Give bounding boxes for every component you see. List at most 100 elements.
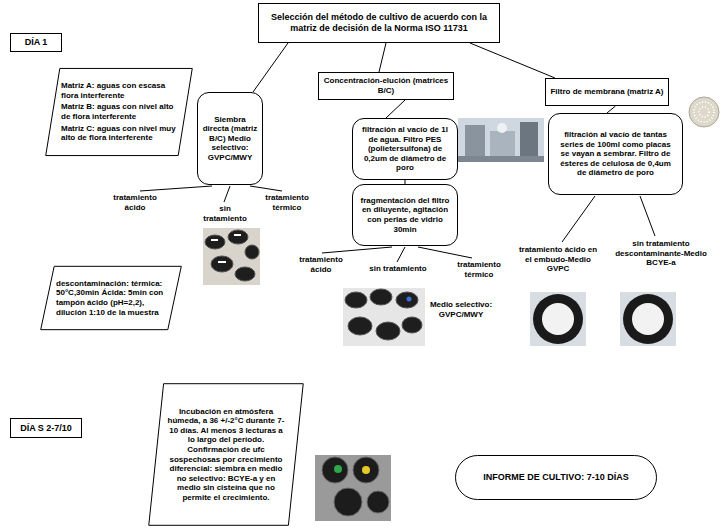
leader-line — [418, 247, 472, 258]
method-box: Concentración-elución (matrices B/C) — [318, 72, 454, 100]
petri-dish — [353, 457, 379, 483]
branch-label: tratamiento ácido en el embudo-Medio GVP… — [514, 245, 602, 274]
process-box: filtración al vacío de 1l de agua. Filtr… — [352, 118, 458, 180]
lab-photo — [458, 118, 544, 162]
leader-line — [250, 186, 282, 191]
petri-dish — [623, 294, 673, 344]
membrane-filter — [689, 97, 719, 127]
membrane-filter — [542, 303, 574, 335]
equipment — [465, 125, 485, 157]
petri-dish — [370, 289, 392, 305]
node-text: Matriz C: aguas con nivel muy alto de fl… — [61, 124, 177, 143]
dish-tag — [234, 234, 241, 236]
day-box: DÍA 1 — [10, 33, 62, 52]
petri-dish — [402, 317, 422, 333]
connector-line — [253, 43, 288, 92]
node-text: Concentración-elución (matrices B/C) — [323, 76, 449, 95]
leader-line — [224, 186, 230, 202]
photo-ground — [315, 455, 391, 521]
petri-dish — [376, 322, 400, 340]
parallelogram-outline — [46, 68, 193, 155]
petri-photo — [315, 455, 391, 521]
parallelogram-outline — [149, 384, 303, 526]
method-box: Siembra directa (matriz B/C) Medio selec… — [197, 92, 263, 185]
petri-dish — [533, 294, 583, 344]
leader-line — [397, 247, 405, 262]
branch-label: sin tratamiento descontaminante-Medio BC… — [610, 239, 712, 268]
equipment — [520, 122, 538, 158]
filter-photo — [689, 97, 719, 127]
leader-line — [640, 196, 655, 236]
process-box: filtración al vacío de tantas series de … — [548, 113, 683, 195]
node-text: Filtro de membrana (matriz A) — [550, 87, 664, 97]
photo-ground — [203, 228, 260, 285]
node-text: DÍA 1 — [14, 37, 58, 48]
connector-line — [470, 43, 555, 78]
photo-ground — [530, 292, 586, 346]
membrane-filter — [632, 303, 664, 335]
day-box: DÍA S 2-7/10 — [10, 418, 82, 438]
connector-line — [386, 100, 405, 118]
colony-dot — [407, 297, 412, 302]
petri-dish — [205, 235, 225, 249]
branch-label: tratamiento ácido — [104, 193, 166, 212]
connector-line — [379, 43, 386, 72]
petri-dish — [235, 267, 255, 281]
leader-line — [322, 247, 392, 253]
node-text: filtración al vacío de 1l de agua. Filtr… — [358, 125, 452, 173]
parallelogram-outline — [41, 266, 182, 329]
node-text: DÍA S 2-7/10 — [14, 423, 78, 434]
dish-tag — [211, 239, 218, 241]
photo-ground — [458, 118, 544, 162]
node-text: Matriz A: aguas con escasa flora interfe… — [61, 81, 177, 100]
petri-photo — [203, 228, 260, 285]
branch-label: tratamiento térmico — [446, 260, 512, 279]
petri-dish — [245, 245, 259, 259]
node-text: descontaminación: térmica: 50°C,30min Ác… — [56, 279, 166, 317]
filter-texture — [699, 107, 709, 117]
branch-label: sin tratamiento — [368, 264, 428, 274]
node-text: Matriz B: aguas con nivel alto de flora … — [61, 102, 177, 121]
branch-label: sin tratamiento — [196, 204, 254, 223]
node-text: filtración al vacío de tantas series de … — [555, 130, 676, 178]
node-text: INFORME DE CULTIVO: 7-10 DÍAS — [470, 472, 642, 483]
method-box: Filtro de membrana (matriz A) — [545, 78, 669, 106]
note-parallelogram: Incubación en atmósfera húmeda, a 36 +/-… — [148, 383, 304, 526]
petri-dish — [228, 230, 248, 244]
petri-photo — [343, 288, 425, 346]
connector-line — [607, 106, 616, 113]
petri-photo — [530, 292, 586, 346]
petri-dish — [348, 317, 372, 335]
note-parallelogram: descontaminación: térmica: 50°C,30min Ác… — [40, 266, 182, 330]
leader-line — [562, 196, 595, 242]
node-text: Incubación en atmósfera húmeda, a 36 +/-… — [166, 407, 286, 503]
node-text: Selección del método de cultivo de acuer… — [265, 12, 493, 34]
leader-line — [140, 186, 212, 191]
petri-photo — [620, 292, 676, 346]
colony-dot — [334, 465, 342, 473]
branch-label: Medio selectivo: GVPC/MWY — [428, 300, 494, 319]
photo-ground — [343, 288, 425, 346]
equipment — [490, 131, 515, 157]
petri-dish — [334, 488, 362, 516]
decision-box: Selección del método de cultivo de acuer… — [258, 3, 500, 43]
petri-dish — [396, 292, 418, 308]
filter-texture — [694, 102, 714, 122]
equipment — [497, 123, 507, 133]
photo-ground — [620, 292, 676, 346]
colony-dot — [362, 466, 370, 474]
note-parallelogram: Matriz A: aguas con escasa flora interfe… — [45, 68, 193, 156]
petri-dish — [211, 256, 233, 272]
process-box: fragmentación del filtro en diluyente, a… — [352, 184, 458, 246]
node-text: fragmentación del filtro en diluyente, a… — [358, 196, 452, 234]
node-text: Siembra directa (matriz B/C) Medio selec… — [202, 115, 258, 163]
dish-tag — [218, 261, 226, 263]
petri-dish — [322, 457, 348, 483]
petri-dish — [367, 491, 389, 513]
petri-dish — [345, 292, 367, 308]
bench — [458, 156, 544, 162]
branch-label: tratamiento ácido — [288, 255, 354, 274]
branch-label: tratamiento térmico — [256, 193, 318, 212]
report-terminal: INFORME DE CULTIVO: 7-10 DÍAS — [455, 455, 657, 500]
